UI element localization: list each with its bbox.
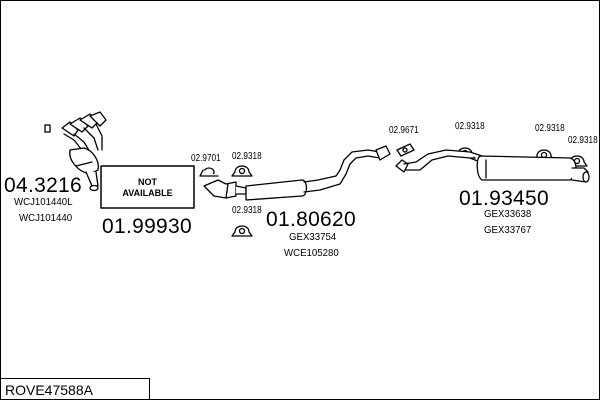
missing-part-number: 01.99930	[102, 215, 192, 238]
rear-ref-2: GEX33767	[484, 224, 532, 236]
rear-part-number: 01.93450	[459, 187, 549, 210]
manifold-ref-2: WCJ101440	[19, 212, 73, 224]
placeholder-line-2: AVAILABLE	[122, 188, 173, 198]
rear-section-part	[395, 149, 590, 183]
middle-ref-2: WCE105280	[284, 247, 339, 259]
clamp-c4-drawing	[396, 143, 415, 157]
middle-section-part	[203, 145, 391, 201]
clamp-c6-label: 02.9318	[535, 123, 565, 134]
rear-ref-1: GEX33638	[484, 208, 532, 220]
manifold-part-number: 04.3216	[4, 174, 83, 197]
clamp-c4-label: 02.9671	[389, 125, 419, 136]
middle-ref-1: GEX33754	[289, 231, 337, 243]
middle-part-number: 01.80620	[266, 208, 356, 231]
clamp-c5-label: 02.9318	[455, 121, 485, 132]
clamp-c1-drawing	[199, 167, 219, 177]
clamp-c3-drawing	[231, 225, 253, 237]
footer-code: ROVE47588A	[5, 382, 93, 398]
placeholder-box-outline	[100, 165, 195, 209]
placeholder-line-1: NOT	[138, 177, 157, 187]
footer-code-box: ROVE47588A	[1, 378, 150, 399]
clamp-c3-label: 02.9318	[232, 205, 262, 216]
clamp-c1-label: 02.9701	[191, 153, 221, 164]
manifold-ref-1: WCJ101440L	[14, 196, 73, 208]
manifold-part	[44, 111, 107, 192]
clamp-c7-label: 02.9318	[568, 135, 598, 146]
clamp-c2-label: 02.9318	[232, 151, 262, 162]
clamp-c2-drawing	[231, 165, 253, 177]
